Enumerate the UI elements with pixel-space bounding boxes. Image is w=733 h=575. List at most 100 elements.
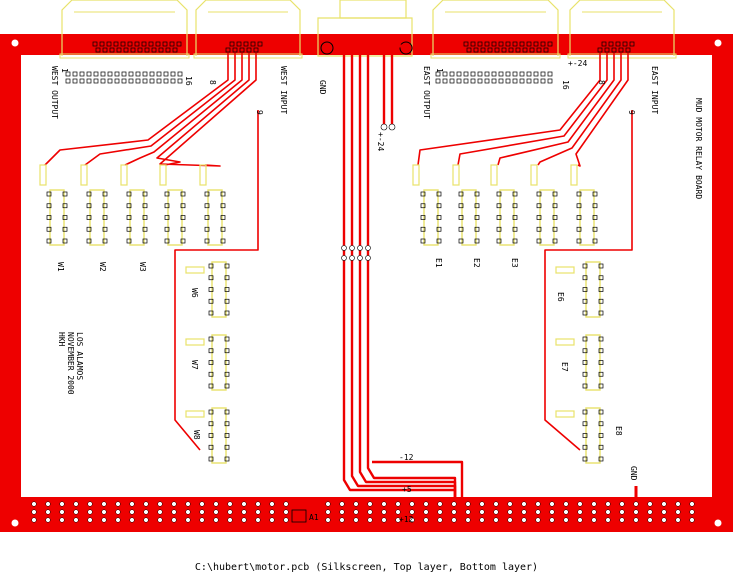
edge-pad	[437, 501, 443, 507]
edge-pad	[353, 501, 359, 507]
edge-pad	[479, 517, 485, 523]
edge-pad	[283, 509, 289, 515]
plus12-trace	[350, 506, 452, 518]
edge-pad	[129, 509, 135, 515]
edge-pad	[423, 509, 429, 515]
edge-pad	[269, 501, 275, 507]
edge-pad	[507, 517, 513, 523]
edge-pad	[367, 517, 373, 523]
edge-pad	[101, 517, 107, 523]
components	[39, 41, 635, 464]
edge-pad	[577, 517, 583, 523]
edge-pad	[45, 501, 51, 507]
label-plus24-right: +-24	[568, 59, 587, 68]
edge-pad	[157, 517, 163, 523]
west-input-trace	[124, 50, 243, 166]
edge-pad	[381, 509, 387, 515]
pin-east-in-8: 8	[597, 80, 606, 85]
edge-pad	[675, 509, 681, 515]
edge-pad	[661, 509, 667, 515]
resistor	[185, 266, 205, 274]
via	[349, 255, 355, 261]
edge-pad	[87, 501, 93, 507]
via	[341, 255, 347, 261]
edge-pad	[675, 517, 681, 523]
label-east-output: EAST OUTPUT	[422, 66, 431, 119]
edge-pad	[633, 501, 639, 507]
edge-pad	[87, 509, 93, 515]
edge-pad	[31, 501, 37, 507]
edge-pad	[605, 501, 611, 507]
edge-pad	[619, 517, 625, 523]
edge-pad	[689, 517, 695, 523]
edge-pad	[199, 501, 205, 507]
pin-east-out-1: 1	[435, 68, 444, 73]
mounting-hole	[714, 519, 722, 527]
east-input-trace	[497, 50, 615, 166]
west-col-chip-1	[208, 261, 230, 318]
edge-pad	[241, 509, 247, 515]
east-col-chip-2	[582, 334, 604, 391]
board-title: MUD MOTOR RELAY BOARD	[694, 98, 703, 199]
edge-pad	[255, 509, 261, 515]
relay-e2: E2	[472, 258, 481, 268]
edge-pad	[577, 501, 583, 507]
edge-pad	[549, 517, 555, 523]
edge-pad	[591, 501, 597, 507]
connector-outlines	[59, 0, 677, 59]
power-connector-outline	[317, 17, 413, 57]
edge-pad	[87, 517, 93, 523]
relay-e1: E1	[434, 258, 443, 268]
edge-pad	[493, 501, 499, 507]
edge-pad	[255, 517, 261, 523]
pin-east-out-16: 16	[561, 80, 570, 90]
edge-pad	[157, 501, 163, 507]
edge-pad	[227, 509, 233, 515]
edge-pad	[591, 509, 597, 515]
resistor	[159, 164, 167, 186]
west-col-chip-2	[208, 334, 230, 391]
edge-pad	[171, 517, 177, 523]
right-band	[713, 37, 730, 529]
edge-pad	[647, 509, 653, 515]
west-input-trace	[159, 50, 257, 167]
relay-w8: W8	[192, 430, 201, 440]
edge-pad	[409, 501, 415, 507]
edge-pad	[255, 501, 261, 507]
edge-pad	[395, 517, 401, 523]
resistor	[412, 164, 420, 186]
edge-pad	[633, 517, 639, 523]
east-output-pins-b	[466, 47, 549, 53]
relay-w2: W2	[98, 262, 107, 272]
west-input-trace	[156, 50, 250, 166]
edge-pad	[451, 509, 457, 515]
edge-pad	[661, 517, 667, 523]
edge-pad	[563, 501, 569, 507]
edge-pad	[605, 509, 611, 515]
edge-pad	[353, 517, 359, 523]
edge-pad	[563, 509, 569, 515]
relay-w3: W3	[138, 262, 147, 272]
edge-pad	[381, 501, 387, 507]
power-mount-hole-left	[320, 41, 334, 55]
edge-pad	[465, 517, 471, 523]
edge-pad	[633, 509, 639, 515]
edge-pad	[381, 517, 387, 523]
edge-pad	[31, 517, 37, 523]
edge-pad	[395, 509, 401, 515]
edge-pad	[185, 509, 191, 515]
via	[388, 123, 396, 131]
edge-pad	[507, 501, 513, 507]
edge-pad	[73, 501, 79, 507]
edge-pad	[73, 509, 79, 515]
via	[357, 245, 363, 251]
east-input-trace	[457, 50, 608, 166]
edge-pad	[605, 517, 611, 523]
edge-pad	[619, 501, 625, 507]
edge-pad	[213, 501, 219, 507]
edge-pad	[619, 509, 625, 515]
east-input-pins-b	[597, 47, 631, 53]
edge-pad	[493, 509, 499, 515]
power-label-plus5: +5	[402, 485, 412, 494]
edge-pad	[45, 509, 51, 515]
